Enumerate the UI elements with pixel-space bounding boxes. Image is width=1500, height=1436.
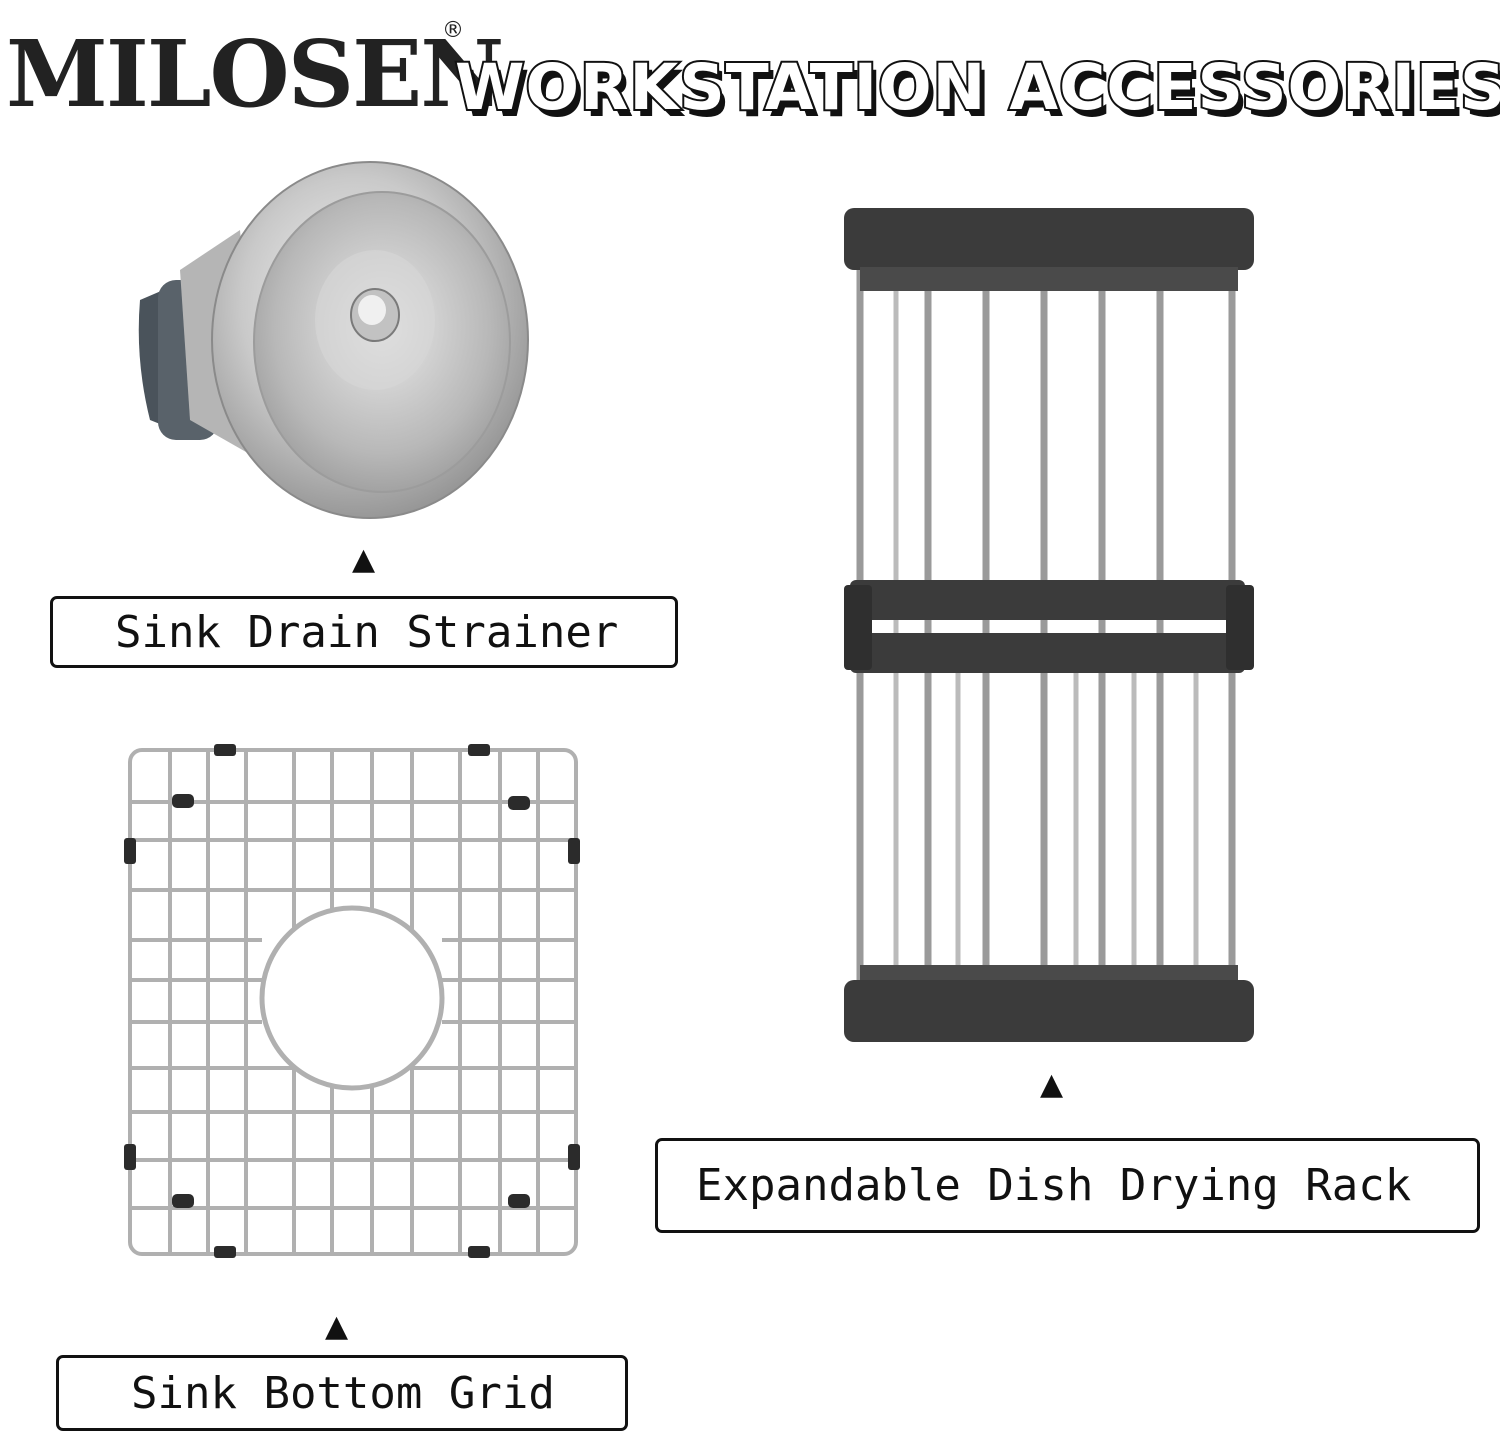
sink-bottom-grid-label-box: Sink Bottom Grid (56, 1355, 628, 1431)
sink-bottom-grid-image (124, 744, 580, 1258)
page-title: WORKSTATION ACCESSORIES (453, 49, 1500, 126)
brand-logo: MILOSEN ® (6, 4, 504, 144)
dish-drying-rack-image (844, 208, 1254, 1042)
drain-strainer-label-box: Sink Drain Strainer (50, 596, 678, 668)
dish-drying-rack-label: Expandable Dish Drying Rack (696, 1160, 1412, 1211)
drain-strainer-label: Sink Drain Strainer (115, 606, 619, 658)
brand-name: MILOSEN (6, 20, 504, 128)
sink-bottom-grid-label: Sink Bottom Grid (131, 1367, 555, 1419)
arrow-up-icon: ▲ (1040, 1067, 1064, 1102)
arrow-up-icon: ▲ (352, 542, 376, 577)
dish-drying-rack-label-box: Expandable Dish Drying Rack (655, 1138, 1480, 1233)
drain-strainer-image (138, 161, 529, 519)
registered-mark: ® (442, 18, 464, 43)
arrow-up-icon: ▲ (325, 1309, 349, 1344)
